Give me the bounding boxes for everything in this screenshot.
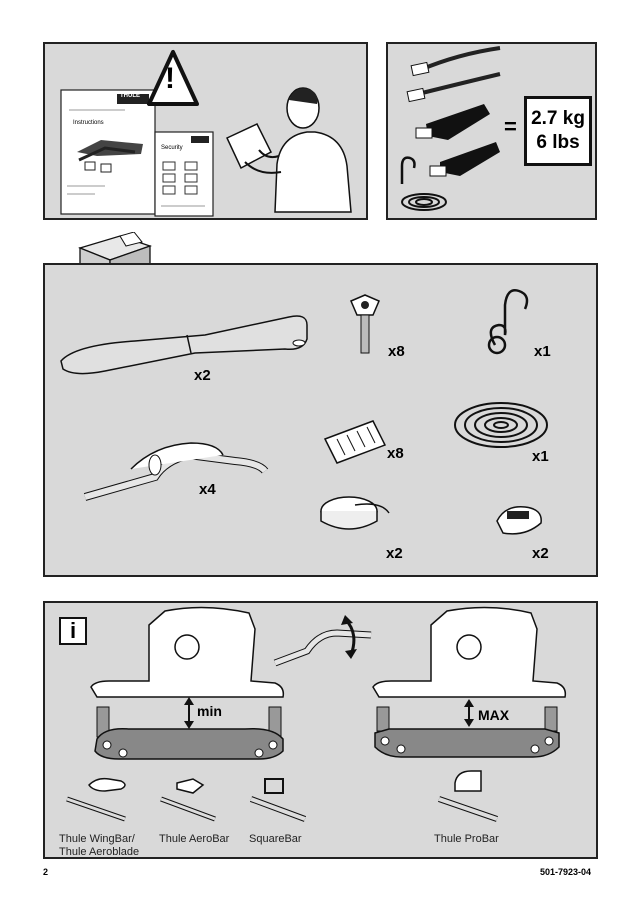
rope-coil-icon [454,402,548,448]
instructions-illustration [60,50,352,217]
warning-triangle-icon [147,50,199,106]
end-clip-icon [496,506,542,535]
bar-clamp-icon [83,442,269,501]
warning-symbol: ! [165,62,175,95]
probar-profile-icon [438,770,498,822]
strap-quantity: x4 [199,481,216,498]
clip-quantity: x2 [532,545,549,562]
tape-roll-icon [320,496,390,530]
hook-quantity: x1 [534,343,551,360]
weight-lbs: 6 lbs [536,132,580,153]
holder-quantity: x2 [194,367,211,384]
instructions-doc-title: Instructions [73,120,104,126]
bar-label-wingbar-line1: Thule WingBar/ [59,833,135,845]
fit-illustration [66,606,567,822]
bar-label-wingbar: Thule WingBar/ Thule Aeroblade [59,833,139,859]
hook-icon [400,156,416,184]
pad-quantity: x8 [387,445,404,462]
squarebar-profile-icon [249,778,307,822]
info-box: i [59,617,87,645]
product-parts-illustration [400,46,501,211]
kayak-holder-icon [60,315,308,375]
rotating-clamp-icon [273,615,372,667]
wingbar-profile-icon [66,777,126,822]
pad-icon [323,420,387,464]
weight-box: 2.7 kg 6 lbs [524,96,592,166]
weight-kg: 2.7 kg [531,108,585,129]
read-instructions-panel: THULE Instructions Security ! [43,42,368,220]
tape-quantity: x2 [386,545,403,562]
weight-panel: = 2.7 kg 6 lbs [386,42,597,220]
s-hook-icon [487,289,529,355]
rope-coil-icon [401,193,447,211]
bar-label-probar: Thule ProBar [434,833,499,845]
security-doc-title: Security [161,145,183,151]
key-icon [350,294,380,354]
strap-icon [406,46,501,103]
instructions-doc-brand: THULE [120,93,140,99]
page-number: 2 [43,867,49,877]
min-label: min [197,703,222,719]
key-quantity: x8 [388,343,405,360]
equals-sign: = [504,114,517,139]
contents-panel: x2 x8 x1 x4 x8 x1 x2 x2 [43,263,598,577]
holder-min-icon [90,606,285,760]
rope-quantity: x1 [532,448,549,465]
aerobar-profile-icon [160,778,216,822]
person-reading-icon [226,87,352,213]
holder-max-icon [372,606,567,758]
security-booklet-icon [154,131,214,217]
document-code: 501-7923-04 [540,867,592,877]
bar-label-squarebar: SquareBar [249,833,302,845]
contents-illustration [60,289,548,535]
bar-label-aerobar: Thule AeroBar [159,833,230,845]
max-label: MAX [478,707,510,723]
bar-label-wingbar-line2: Thule Aeroblade [59,846,140,858]
bar-fit-panel: i [43,601,598,859]
instructions-booklet-icon [60,89,156,215]
info-symbol: i [69,618,77,643]
holder-icon [415,104,500,177]
